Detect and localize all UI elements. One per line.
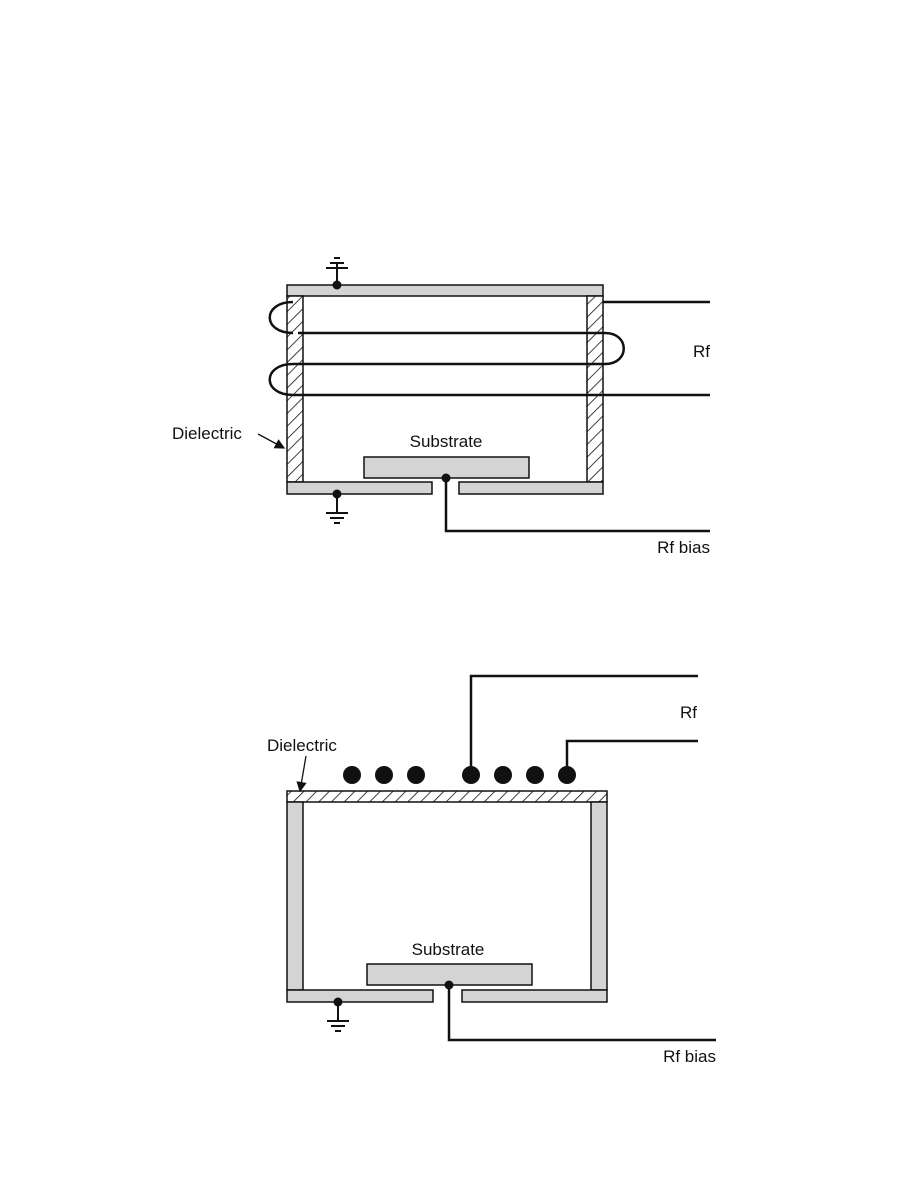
diagram-top: Substrate Rf Rf bias Dielectric	[172, 257, 710, 557]
dielectric-window	[286, 790, 608, 803]
diagram-bottom: Substrate Rf Rf bias Dielectric	[267, 674, 716, 1066]
dielectric-wall-right	[586, 295, 604, 483]
ground-node-bottom	[332, 489, 342, 499]
dielectric-label: Dielectric	[172, 424, 242, 443]
substrate-contact-node	[441, 473, 451, 483]
chamber-lid	[286, 284, 604, 297]
coil-turn	[407, 766, 425, 784]
rf-coil-cross-section	[343, 766, 576, 784]
rf-bias-lead	[444, 478, 710, 533]
rf-bias-lead	[447, 985, 716, 1042]
bottom-plate-left	[286, 989, 434, 1003]
dielectric-label: Dielectric	[267, 736, 337, 755]
rf-lead-outer	[469, 674, 698, 775]
ground-node	[333, 997, 343, 1007]
coil-turn	[526, 766, 544, 784]
chamber-wall-left	[286, 801, 304, 991]
bottom-plate-right	[458, 481, 604, 495]
rf-label: Rf	[693, 342, 710, 361]
coil-turn	[494, 766, 512, 784]
rf-lead-inner	[565, 739, 698, 775]
dielectric-wall-left	[286, 295, 304, 483]
rf-label: Rf	[680, 703, 697, 722]
ground-node-top	[332, 280, 342, 290]
substrate-label: Substrate	[412, 940, 485, 959]
substrate-contact-node	[444, 980, 454, 990]
dielectric-pointer-arrow	[296, 755, 307, 793]
chamber-wall-right	[590, 801, 608, 991]
coil-turn	[343, 766, 361, 784]
bottom-plate-left	[286, 481, 433, 495]
coil-turn	[375, 766, 393, 784]
bottom-plate-right	[461, 989, 608, 1003]
rf-bias-label: Rf bias	[663, 1047, 716, 1066]
substrate-label: Substrate	[410, 432, 483, 451]
rf-coil	[268, 300, 710, 397]
dielectric-pointer-arrow	[257, 433, 286, 449]
rf-bias-label: Rf bias	[657, 538, 710, 557]
